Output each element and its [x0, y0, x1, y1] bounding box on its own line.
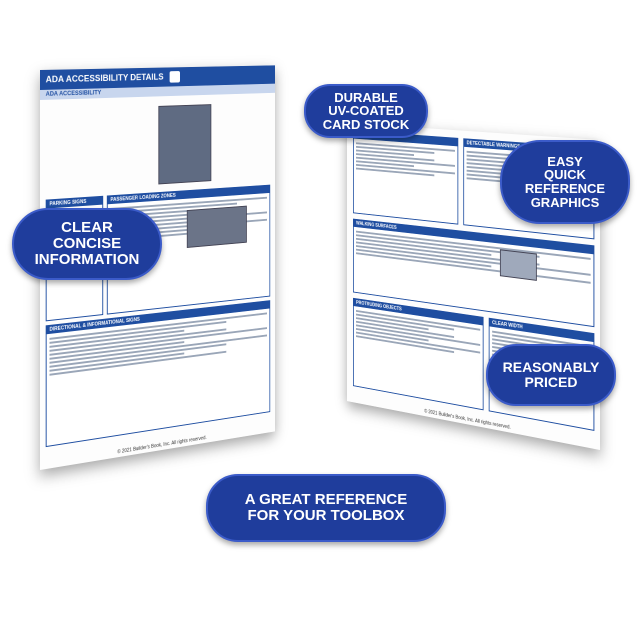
walking-surface-graphic [499, 249, 537, 281]
section-curb-ramps: CURB RAMPS [353, 130, 459, 225]
parking-layout-graphic [158, 104, 212, 185]
section-directional-signs: DIRECTIONAL & INFORMATIONAL SIGNS [45, 300, 271, 448]
callout-easy-quick-reference-graphics: EASY QUICK REFERENCE GRAPHICS [500, 140, 630, 224]
callout-reasonably-priced: REASONABLY PRICED [486, 344, 616, 406]
section-protruding-objects: PROTRUDING OBJECTS [353, 297, 484, 411]
callout-durable-card-stock: DURABLE UV-COATED CARD STOCK [304, 84, 428, 138]
wheelchair-icon [169, 71, 180, 83]
vehicle-graphic [186, 205, 247, 248]
callout-great-reference-toolbox: A GREAT REFERENCE FOR YOUR TOOLBOX [206, 474, 446, 542]
callout-clear-concise-information: CLEAR CONCISE INFORMATION [12, 208, 162, 280]
